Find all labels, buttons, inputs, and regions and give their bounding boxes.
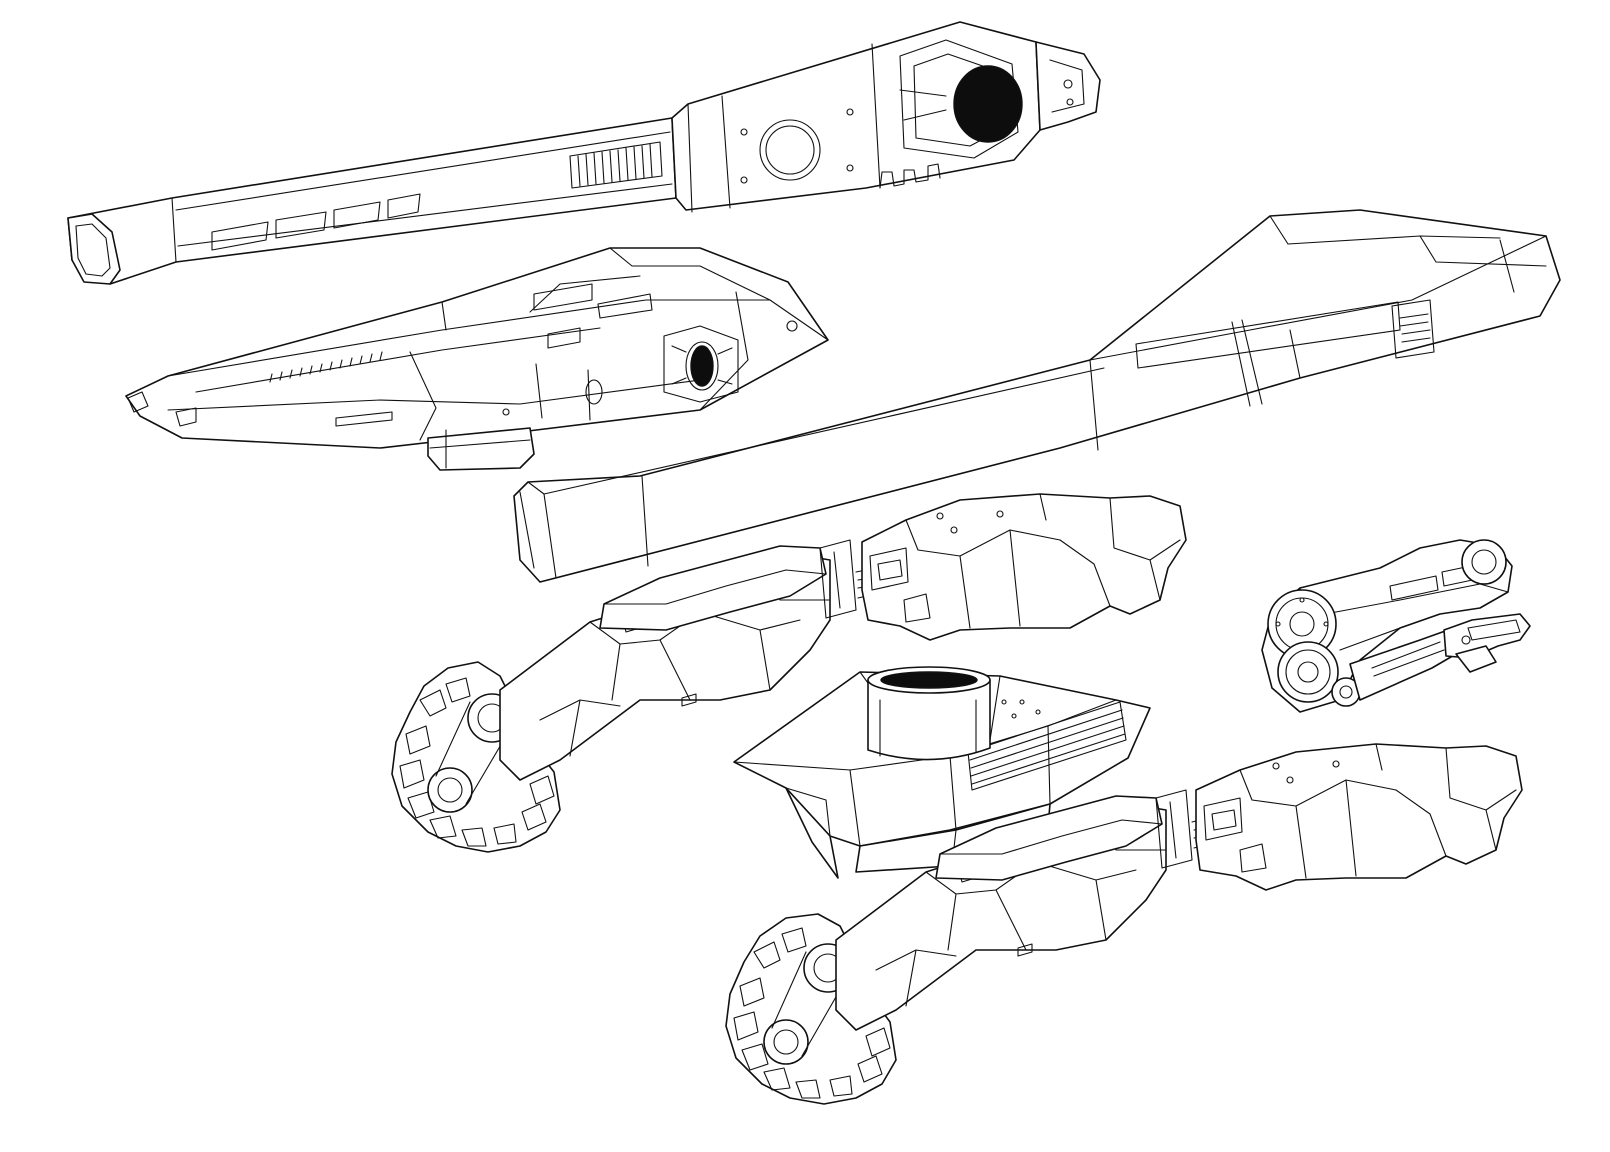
- lower-track-leg-unit: [725, 743, 1523, 1105]
- joint-mechanism: [1261, 539, 1531, 713]
- long-hexagonal-barrel: [513, 209, 1561, 583]
- wedge-armor-pod: [125, 247, 829, 471]
- long-cannon-barrel: [67, 21, 1101, 285]
- upper-track-leg-unit: [391, 493, 1187, 853]
- turret-base: [733, 666, 1151, 879]
